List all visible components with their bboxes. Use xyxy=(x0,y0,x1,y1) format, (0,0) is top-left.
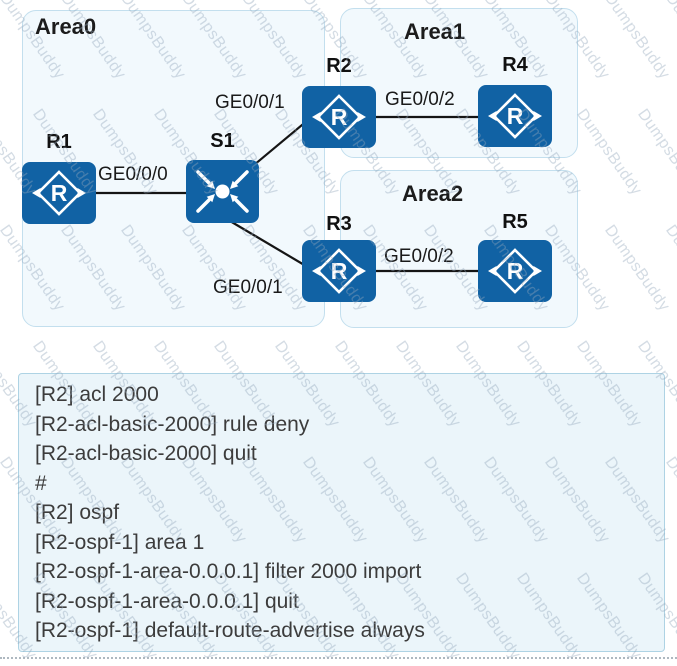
svg-text:R: R xyxy=(507,103,524,129)
cli-line: [R2-ospf-1-area-0.0.0.1] filter 2000 imp… xyxy=(35,560,422,583)
switch-s1-label: S1 xyxy=(210,130,235,152)
switch-s1-icon xyxy=(186,160,259,223)
link-label-r1-s1: GE0/0/0 xyxy=(98,164,168,185)
link-lines xyxy=(95,115,480,273)
cli-line: [R2-ospf-1-area-0.0.0.1] quit xyxy=(35,589,299,613)
link-label-r3-r5: GE0/0/2 xyxy=(384,246,454,267)
svg-text:R: R xyxy=(507,258,524,284)
router-r2-icon: R xyxy=(302,86,376,148)
cli-config-panel: [R2] acl 2000 [R2-acl-basic-2000] rule d… xyxy=(18,373,665,652)
cli-line: [R2-ospf-1] area 1 xyxy=(35,530,205,554)
router-r3-label: R3 xyxy=(326,213,352,235)
network-topology-diagram: Area0 Area1 Area2 R xyxy=(22,8,578,328)
cli-line: [R2-acl-basic-2000] quit xyxy=(35,442,257,465)
router-r5-icon: R xyxy=(478,240,552,302)
router-r4-icon: R xyxy=(478,85,552,147)
router-r2-label: R2 xyxy=(326,55,352,77)
link-label-s1-r3: GE0/0/1 xyxy=(213,277,283,298)
svg-text:R: R xyxy=(51,180,68,206)
area1-label: Area1 xyxy=(404,19,466,44)
area0-label: Area0 xyxy=(35,14,97,39)
cli-line: [R2-ospf-1] default-route-advertise alwa… xyxy=(35,619,425,642)
svg-text:R: R xyxy=(331,104,348,130)
router-r3-icon: R xyxy=(302,240,376,302)
router-r1-icon: R xyxy=(22,162,96,224)
cli-line: [R2] ospf xyxy=(35,501,120,524)
bottom-dotted-divider xyxy=(0,657,677,659)
router-r1-label: R1 xyxy=(46,131,72,153)
cli-line: [R2-acl-basic-2000] rule deny xyxy=(35,412,310,436)
link-label-r2-r4: GE0/0/2 xyxy=(385,89,455,110)
link-label-s1-r2: GE0/0/1 xyxy=(215,92,285,113)
router-r4-label: R4 xyxy=(502,54,528,76)
svg-text:R: R xyxy=(331,258,348,284)
cli-line: [R2] acl 2000 xyxy=(35,383,159,406)
router-r5-label: R5 xyxy=(502,211,528,233)
area2-label: Area2 xyxy=(402,181,464,206)
cli-line: # xyxy=(35,471,47,495)
